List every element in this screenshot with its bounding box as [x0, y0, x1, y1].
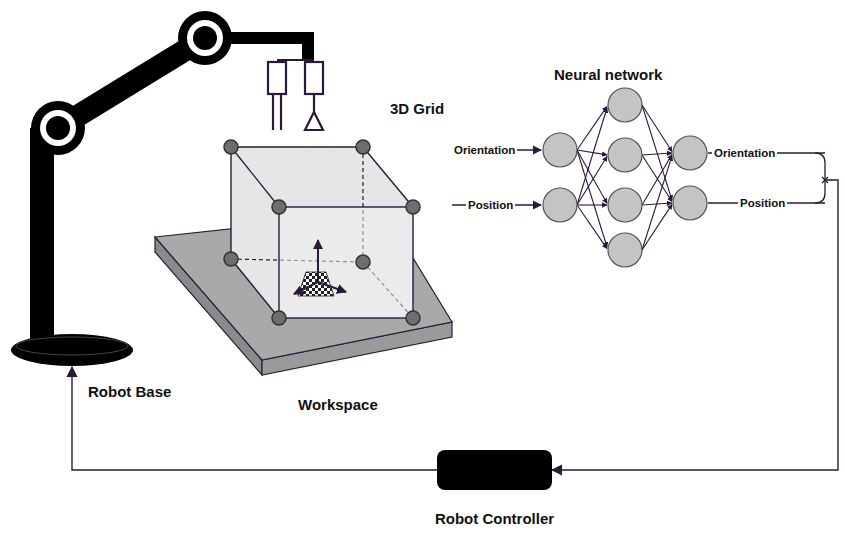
base-disk [11, 334, 133, 366]
output-label: Position [738, 197, 787, 209]
network-connection [642, 204, 672, 250]
grid-point [406, 200, 420, 214]
network-connection [577, 157, 607, 206]
grid-cube [231, 147, 413, 318]
grid-point [356, 140, 370, 154]
robot-joint [40, 110, 76, 146]
gripper-tool [277, 59, 314, 61]
node-title: Neural network [554, 66, 662, 83]
network-connection [642, 156, 672, 250]
network-connection [642, 105, 672, 200]
checkerboard-target [294, 282, 318, 294]
gripper-tool [305, 112, 323, 130]
checkerboard-target [318, 282, 346, 292]
gripper-tool [313, 94, 315, 112]
robot-joint [193, 26, 217, 50]
controller-body [437, 450, 552, 490]
gripper-tool [280, 94, 282, 130]
robot-joint [46, 116, 70, 140]
node-title: Robot Controller [435, 510, 554, 527]
controller-box-shape [437, 450, 552, 490]
network-connection [577, 150, 607, 155]
grid-cube [231, 147, 413, 318]
checkerboard-target [317, 240, 319, 282]
network-connection [577, 205, 607, 249]
robot-joint [31, 101, 85, 155]
neuron [543, 88, 707, 267]
checkerboard-target [294, 240, 346, 296]
grid-cube [230, 147, 231, 259]
feedback-connector [552, 180, 838, 470]
grid-point [224, 140, 238, 154]
neuron [673, 186, 707, 220]
grid-point [406, 311, 420, 325]
grid-cube [363, 147, 413, 207]
grid-point [272, 200, 286, 214]
grid-cube [279, 207, 413, 318]
gripper-tool [272, 94, 274, 130]
output-label: Orientation [712, 147, 777, 159]
gripper-tool [268, 60, 323, 130]
input-label: Position [466, 199, 515, 211]
robot-arm [30, 32, 314, 343]
gripper-tool [268, 62, 286, 94]
network-connection [642, 105, 672, 152]
network-connection [577, 150, 607, 247]
input-label: Orientation [452, 144, 517, 156]
node-title: Robot Base [88, 383, 171, 400]
feedback-connector [72, 367, 437, 470]
network-connection [642, 155, 672, 205]
robot-arm [30, 128, 54, 343]
neuron [543, 133, 577, 167]
robot-base: Robot Base [10, 333, 134, 367]
robot-base-shape [10, 333, 134, 367]
grid-title: 3D Grid [388, 100, 446, 117]
robot-arm [302, 32, 314, 60]
robot-joint [187, 20, 223, 56]
grid-cube [231, 259, 279, 318]
grid-point [224, 252, 238, 266]
neuron [608, 138, 642, 172]
base-rim [16, 337, 128, 355]
network-connection [642, 153, 672, 155]
network-connection [577, 204, 607, 205]
workspace-label: Workspace [296, 396, 380, 413]
network-connection [577, 108, 607, 205]
grid-point [272, 311, 286, 325]
grid-cube [231, 147, 279, 207]
neuron [608, 233, 642, 267]
neuron [608, 188, 642, 222]
network-connection [577, 106, 607, 150]
grid-point [224, 140, 420, 325]
neuron [608, 88, 642, 122]
gripper-tool [305, 62, 323, 94]
robot-joint [178, 11, 232, 65]
grid-point [356, 255, 370, 269]
neuron [543, 188, 577, 222]
robot-joint [31, 11, 232, 155]
neural-network: Neural network [540, 66, 825, 266]
grid-cube [231, 146, 363, 147]
network-connection [577, 105, 672, 250]
controller-box: Robot Controller [437, 450, 552, 490]
neuron [673, 136, 707, 170]
